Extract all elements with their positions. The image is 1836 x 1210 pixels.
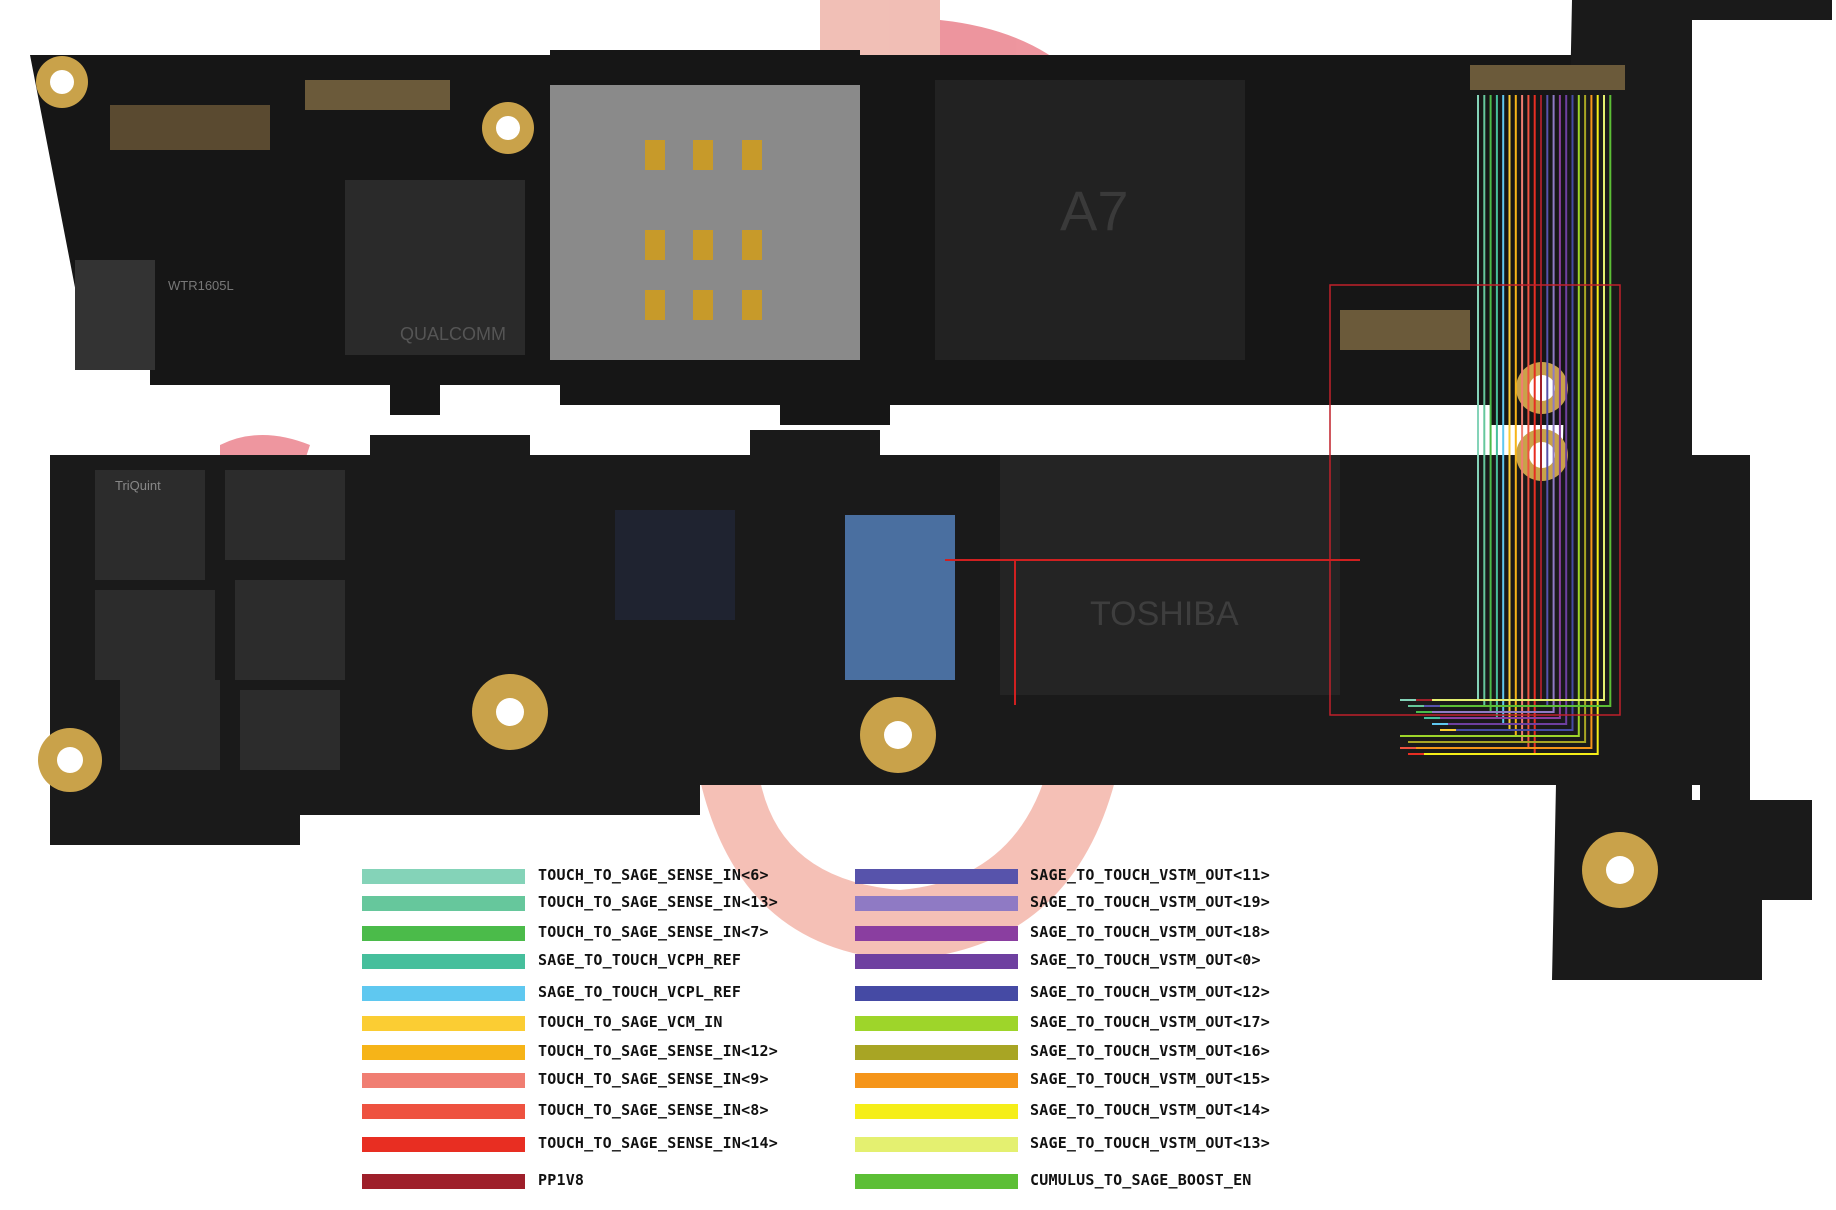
legend-label: SAGE_TO_TOUCH_VSTM_OUT<18> bbox=[1030, 923, 1270, 941]
transceiver-chip bbox=[75, 260, 155, 370]
legend-label: TOUCH_TO_SAGE_SENSE_IN<8> bbox=[538, 1101, 769, 1119]
bga-chip bbox=[845, 515, 955, 680]
legend-label: TOUCH_TO_SAGE_VCM_IN bbox=[538, 1013, 723, 1031]
legend-swatch bbox=[855, 1137, 1018, 1152]
legend-swatch bbox=[855, 1045, 1018, 1060]
legend-swatch bbox=[855, 1174, 1018, 1189]
trace-20 bbox=[1432, 95, 1605, 701]
legend-label: TOUCH_TO_SAGE_SENSE_IN<9> bbox=[538, 1070, 769, 1088]
trace-18 bbox=[1416, 95, 1593, 749]
legend-swatch bbox=[362, 926, 525, 941]
svg-text:TOSHIBA: TOSHIBA bbox=[1090, 595, 1239, 633]
legend-swatch bbox=[855, 1016, 1018, 1031]
trace-12 bbox=[1432, 95, 1555, 713]
trace-14 bbox=[1448, 95, 1568, 725]
legend-swatch bbox=[362, 896, 525, 911]
legend-label: PP1V8 bbox=[538, 1171, 585, 1189]
legend-label: CUMULUS_TO_SAGE_BOOST_EN bbox=[1030, 1171, 1252, 1189]
legend-label: TOUCH_TO_SAGE_SENSE_IN<6> bbox=[538, 866, 769, 884]
legend-label: SAGE_TO_TOUCH_VSTM_OUT<13> bbox=[1030, 1134, 1270, 1152]
a7-processor bbox=[935, 80, 1245, 360]
right-tab bbox=[1552, 0, 1832, 980]
legend-label: SAGE_TO_TOUCH_VSTM_OUT<19> bbox=[1030, 893, 1270, 911]
legend-swatch bbox=[362, 1045, 525, 1060]
legend-swatch bbox=[855, 896, 1018, 911]
legend-label: SAGE_TO_TOUCH_VSTM_OUT<11> bbox=[1030, 866, 1270, 884]
trace-19 bbox=[1424, 95, 1599, 755]
trace-21 bbox=[1440, 95, 1612, 707]
trace-16 bbox=[1400, 95, 1580, 737]
legend-label: TOUCH_TO_SAGE_SENSE_IN<12> bbox=[538, 1042, 778, 1060]
trace-17 bbox=[1408, 95, 1587, 743]
nand-flash bbox=[1000, 455, 1340, 695]
legend-label: SAGE_TO_TOUCH_VSTM_OUT<17> bbox=[1030, 1013, 1270, 1031]
legend-swatch bbox=[362, 1073, 525, 1088]
legend-label: SAGE_TO_TOUCH_VSTM_OUT<16> bbox=[1030, 1042, 1270, 1060]
legend-swatch bbox=[855, 1104, 1018, 1119]
signal-traces bbox=[1400, 95, 1612, 755]
legend-swatch bbox=[362, 1016, 525, 1031]
legend-label: SAGE_TO_TOUCH_VCPH_REF bbox=[538, 951, 742, 969]
trace-15 bbox=[1456, 95, 1574, 731]
legend-swatch bbox=[362, 869, 525, 884]
legend-swatch bbox=[362, 1137, 525, 1152]
svg-text:A7: A7 bbox=[1060, 179, 1129, 242]
legend-label: SAGE_TO_TOUCH_VSTM_OUT<0> bbox=[1030, 951, 1261, 969]
svg-text:QUALCOMM: QUALCOMM bbox=[400, 324, 506, 344]
legend-label: SAGE_TO_TOUCH_VSTM_OUT<15> bbox=[1030, 1070, 1270, 1088]
legend-swatch bbox=[855, 926, 1018, 941]
legend-label: TOUCH_TO_SAGE_SENSE_IN<13> bbox=[538, 893, 778, 911]
legend-swatch bbox=[855, 1073, 1018, 1088]
svg-text:TriQuint: TriQuint bbox=[115, 478, 161, 493]
legend-swatch bbox=[855, 986, 1018, 1001]
legend-swatch bbox=[855, 954, 1018, 969]
legend-swatch bbox=[362, 986, 525, 1001]
logic-board-diagram: QUALCOMM WTR1605L A7 TOSHIBA TriQuint bbox=[30, 0, 1832, 980]
legend-label: SAGE_TO_TOUCH_VCPL_REF bbox=[538, 983, 742, 1001]
legend-label: SAGE_TO_TOUCH_VSTM_OUT<12> bbox=[1030, 983, 1270, 1001]
legend-label: SAGE_TO_TOUCH_VSTM_OUT<14> bbox=[1030, 1101, 1270, 1119]
legend-swatch bbox=[855, 869, 1018, 884]
baseband-chip bbox=[345, 180, 525, 355]
legend-label: TOUCH_TO_SAGE_SENSE_IN<7> bbox=[538, 923, 769, 941]
trace-13 bbox=[1440, 95, 1561, 719]
legend-swatch bbox=[362, 1104, 525, 1119]
legend-label: TOUCH_TO_SAGE_SENSE_IN<14> bbox=[538, 1134, 778, 1152]
svg-text:WTR1605L: WTR1605L bbox=[168, 278, 234, 293]
legend-swatch bbox=[362, 1174, 525, 1189]
pa-chip bbox=[95, 470, 205, 580]
legend-swatch bbox=[362, 954, 525, 969]
